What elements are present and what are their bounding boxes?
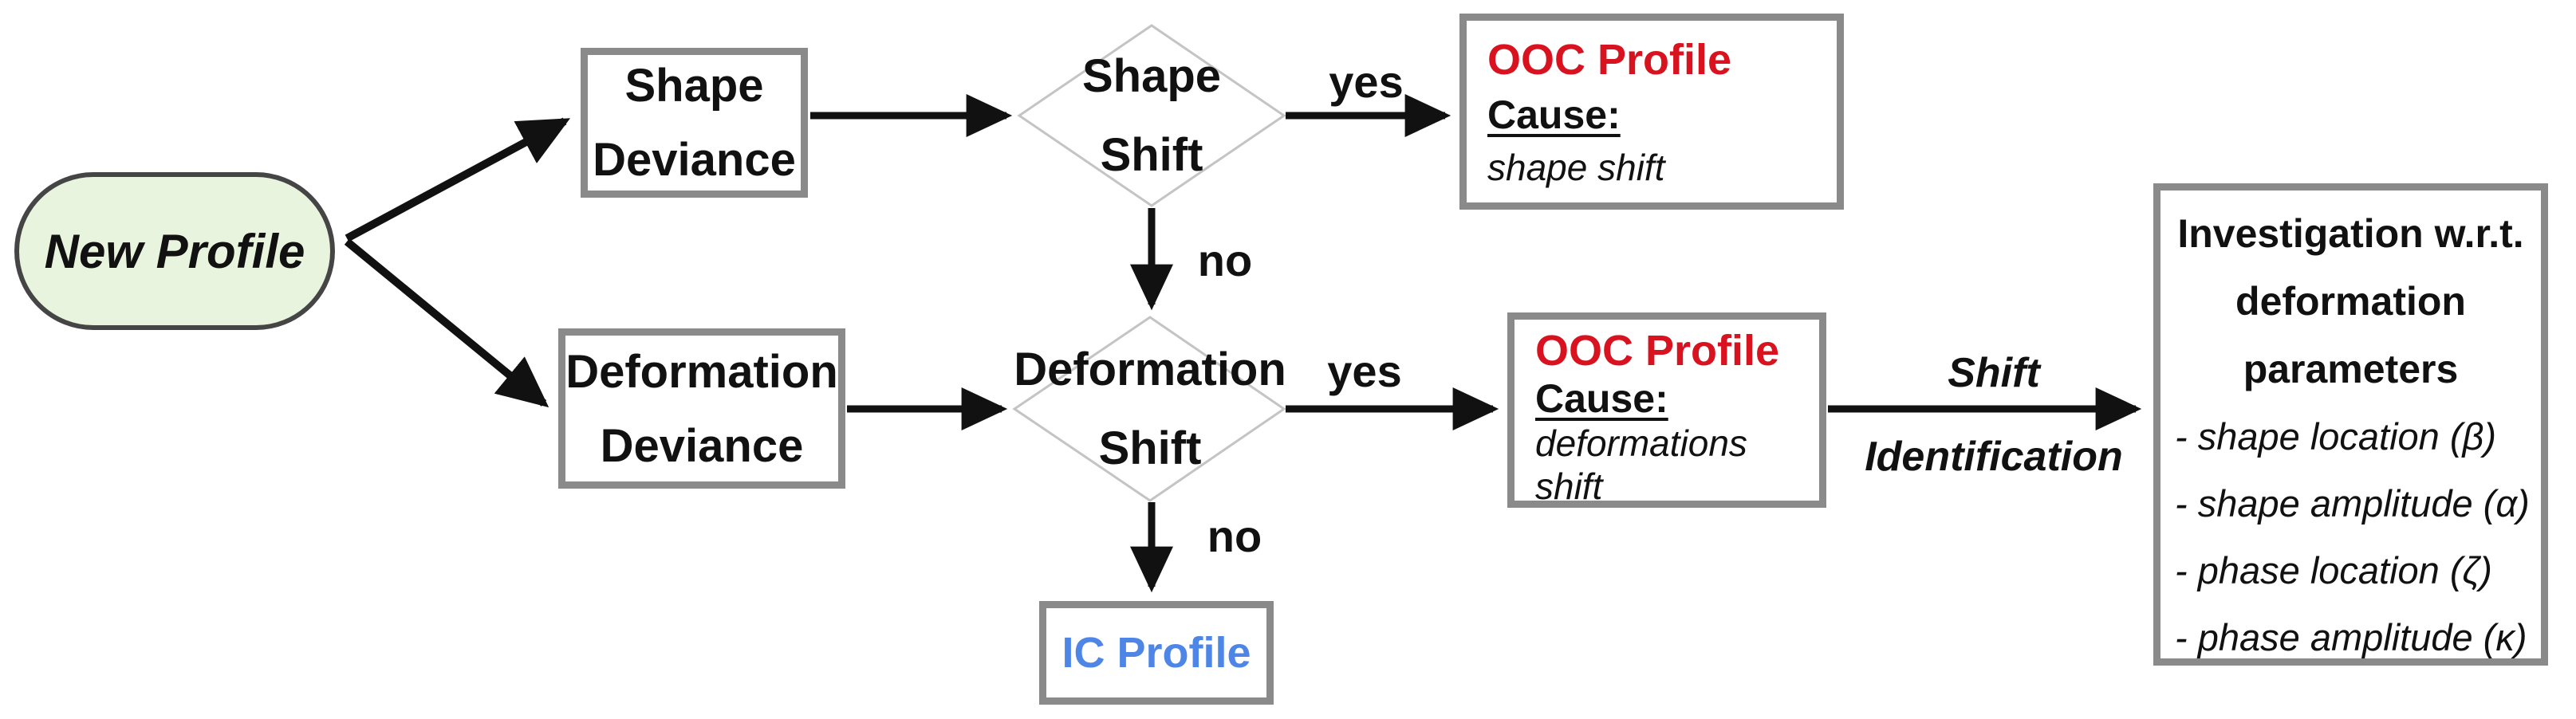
shape-shift-line1: Shape (1081, 50, 1222, 102)
shape-shift-diamond (1017, 24, 1286, 207)
node-shape-deviance: Shape Deviance (581, 48, 808, 198)
node-investigation: Investigation w.r.t. deformation paramet… (2153, 183, 2548, 666)
investigation-item-shape-location: - shape location (β) (2175, 415, 2497, 458)
node-shape-shift-decision: Shape Shift (1018, 26, 1286, 206)
deformation-deviance-line1: Deformation (565, 345, 838, 398)
new-profile-label: New Profile (44, 224, 305, 278)
investigation-item-phase-amplitude: - phase amplitude (κ) (2175, 616, 2527, 658)
investigation-item-phase-location: - phase location (ζ) (2175, 549, 2492, 591)
shape-deviance-line2: Deviance (593, 134, 796, 186)
investigation-item-shape-amplitude: - shape amplitude (α) (2175, 482, 2530, 525)
arrow-start-to-deformation-deviance (344, 238, 549, 408)
edge-label-shape-yes: yes (1329, 57, 1404, 107)
deformation-shift-line1: Deformation (1014, 344, 1286, 395)
node-ooc-profile-shape: OOC Profile Cause: shape shift (1459, 14, 1844, 210)
investigation-title-line3: parameters (2243, 347, 2459, 391)
ooc-shape-title: OOC Profile (1487, 35, 1732, 84)
arrow-start-to-shape-deviance (345, 117, 571, 242)
edge-label-shape-no: no (1197, 235, 1253, 285)
shape-shift-line2: Shift (1100, 129, 1203, 181)
deformation-shift-line2: Shift (1098, 422, 1202, 474)
node-deformation-shift-decision: Deformation Shift (1014, 317, 1286, 501)
edge-label-identification: Identification (1865, 434, 2123, 480)
shape-deviance-line1: Shape (624, 60, 764, 112)
edge-label-shift: Shift (1948, 350, 2040, 396)
ooc-deformation-cause-label: Cause: (1535, 376, 1668, 421)
ooc-shape-cause-value: shape shift (1487, 146, 1665, 188)
deformation-shift-diamond (1012, 316, 1286, 502)
ooc-deformation-title: OOC Profile (1535, 327, 1780, 375)
ooc-shape-cause-label: Cause: (1487, 92, 1621, 137)
edge-label-deformation-no: no (1207, 511, 1262, 561)
investigation-title-line1: Investigation w.r.t. (2177, 211, 2524, 256)
investigation-title-line2: deformation (2235, 279, 2466, 324)
ic-profile-label: IC Profile (1062, 629, 1251, 677)
node-ic-profile: IC Profile (1039, 601, 1274, 705)
node-deformation-deviance: Deformation Deviance (558, 328, 845, 489)
node-ooc-profile-deformation: OOC Profile Cause: deformations shift (1507, 312, 1826, 508)
edge-label-deformation-yes: yes (1327, 346, 1402, 396)
node-new-profile: New Profile (14, 172, 335, 330)
deformation-deviance-line2: Deviance (600, 419, 804, 472)
ooc-deformation-cause-value: deformations shift (1535, 422, 1747, 507)
